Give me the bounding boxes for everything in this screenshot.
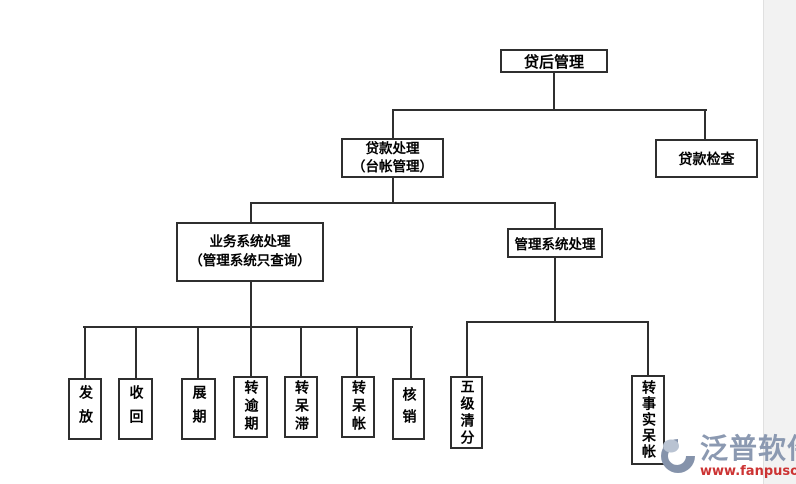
- page-edge-strip: [763, 0, 796, 484]
- node-leaf-extend: 展期: [181, 378, 216, 440]
- connector-business-system-down: [250, 282, 252, 327]
- node-label: 贷款检查: [678, 151, 735, 168]
- connector-to-five-level: [466, 321, 468, 377]
- node-label-line1: 业务系统处理: [209, 234, 291, 250]
- node-leaf-actual-baddebt: 转事实呆帐: [631, 375, 665, 465]
- connector-to-management-system: [554, 202, 556, 229]
- brand-name: 泛普软件: [700, 432, 796, 465]
- connector-level2-horizontal: [250, 202, 556, 204]
- connector-leaf-drop: [410, 326, 412, 379]
- connector-to-loan-processing: [392, 109, 394, 139]
- connector-leaf-drop: [84, 326, 86, 379]
- node-label: 管理系统处理: [514, 237, 596, 253]
- node-post-loan-management: 贷后管理: [500, 49, 608, 73]
- node-label-line2: （台帐管理）: [352, 159, 433, 175]
- node-leaf-to-sluggish: 转呆滞: [284, 376, 318, 438]
- connector-leaves-left-horizontal: [83, 326, 413, 328]
- node-leaf-recover: 收回: [118, 378, 153, 440]
- node-leaf-to-overdue: 转逾期: [233, 376, 268, 438]
- node-leaf-issue: 发放: [68, 378, 102, 440]
- connector-leaf-drop: [135, 326, 137, 379]
- watermark-text: 泛普软件 www.fanpusoft.com: [700, 434, 796, 479]
- node-loan-processing: 贷款处理 （台帐管理）: [341, 138, 444, 178]
- connector-to-actual-baddebt: [647, 321, 649, 376]
- node-label-line2: （管理系统只查询）: [189, 253, 311, 269]
- node-business-system-processing: 业务系统处理 （管理系统只查询）: [176, 222, 324, 282]
- node-leaf-to-baddebt: 转呆帐: [341, 376, 375, 438]
- connector-to-business-system: [250, 202, 252, 223]
- connector-leaves-right-horizontal: [466, 321, 649, 323]
- connector-leaf-drop: [197, 326, 199, 379]
- node-leaf-five-level-classification: 五级清分: [450, 376, 483, 449]
- connector-leaf-drop: [250, 326, 252, 377]
- brand-url: www.fanpusoft.com: [700, 464, 796, 479]
- connector-root-down: [553, 73, 555, 110]
- connector-to-loan-check: [704, 109, 706, 140]
- node-management-system-processing: 管理系统处理: [507, 228, 603, 258]
- watermark: 泛普软件 www.fanpusoft.com: [658, 434, 796, 479]
- connector-loan-processing-down: [392, 178, 394, 203]
- node-label-line1: 贷款处理: [365, 141, 420, 157]
- fanpu-logo-icon: [661, 439, 695, 473]
- connector-leaf-drop: [356, 326, 358, 377]
- node-label: 贷后管理: [523, 52, 584, 71]
- connector-leaf-drop: [300, 326, 302, 377]
- connector-level1-horizontal: [392, 109, 707, 111]
- node-loan-check: 贷款检查: [655, 139, 758, 178]
- node-leaf-writeoff: 核销: [392, 378, 425, 440]
- connector-management-system-down: [554, 258, 556, 322]
